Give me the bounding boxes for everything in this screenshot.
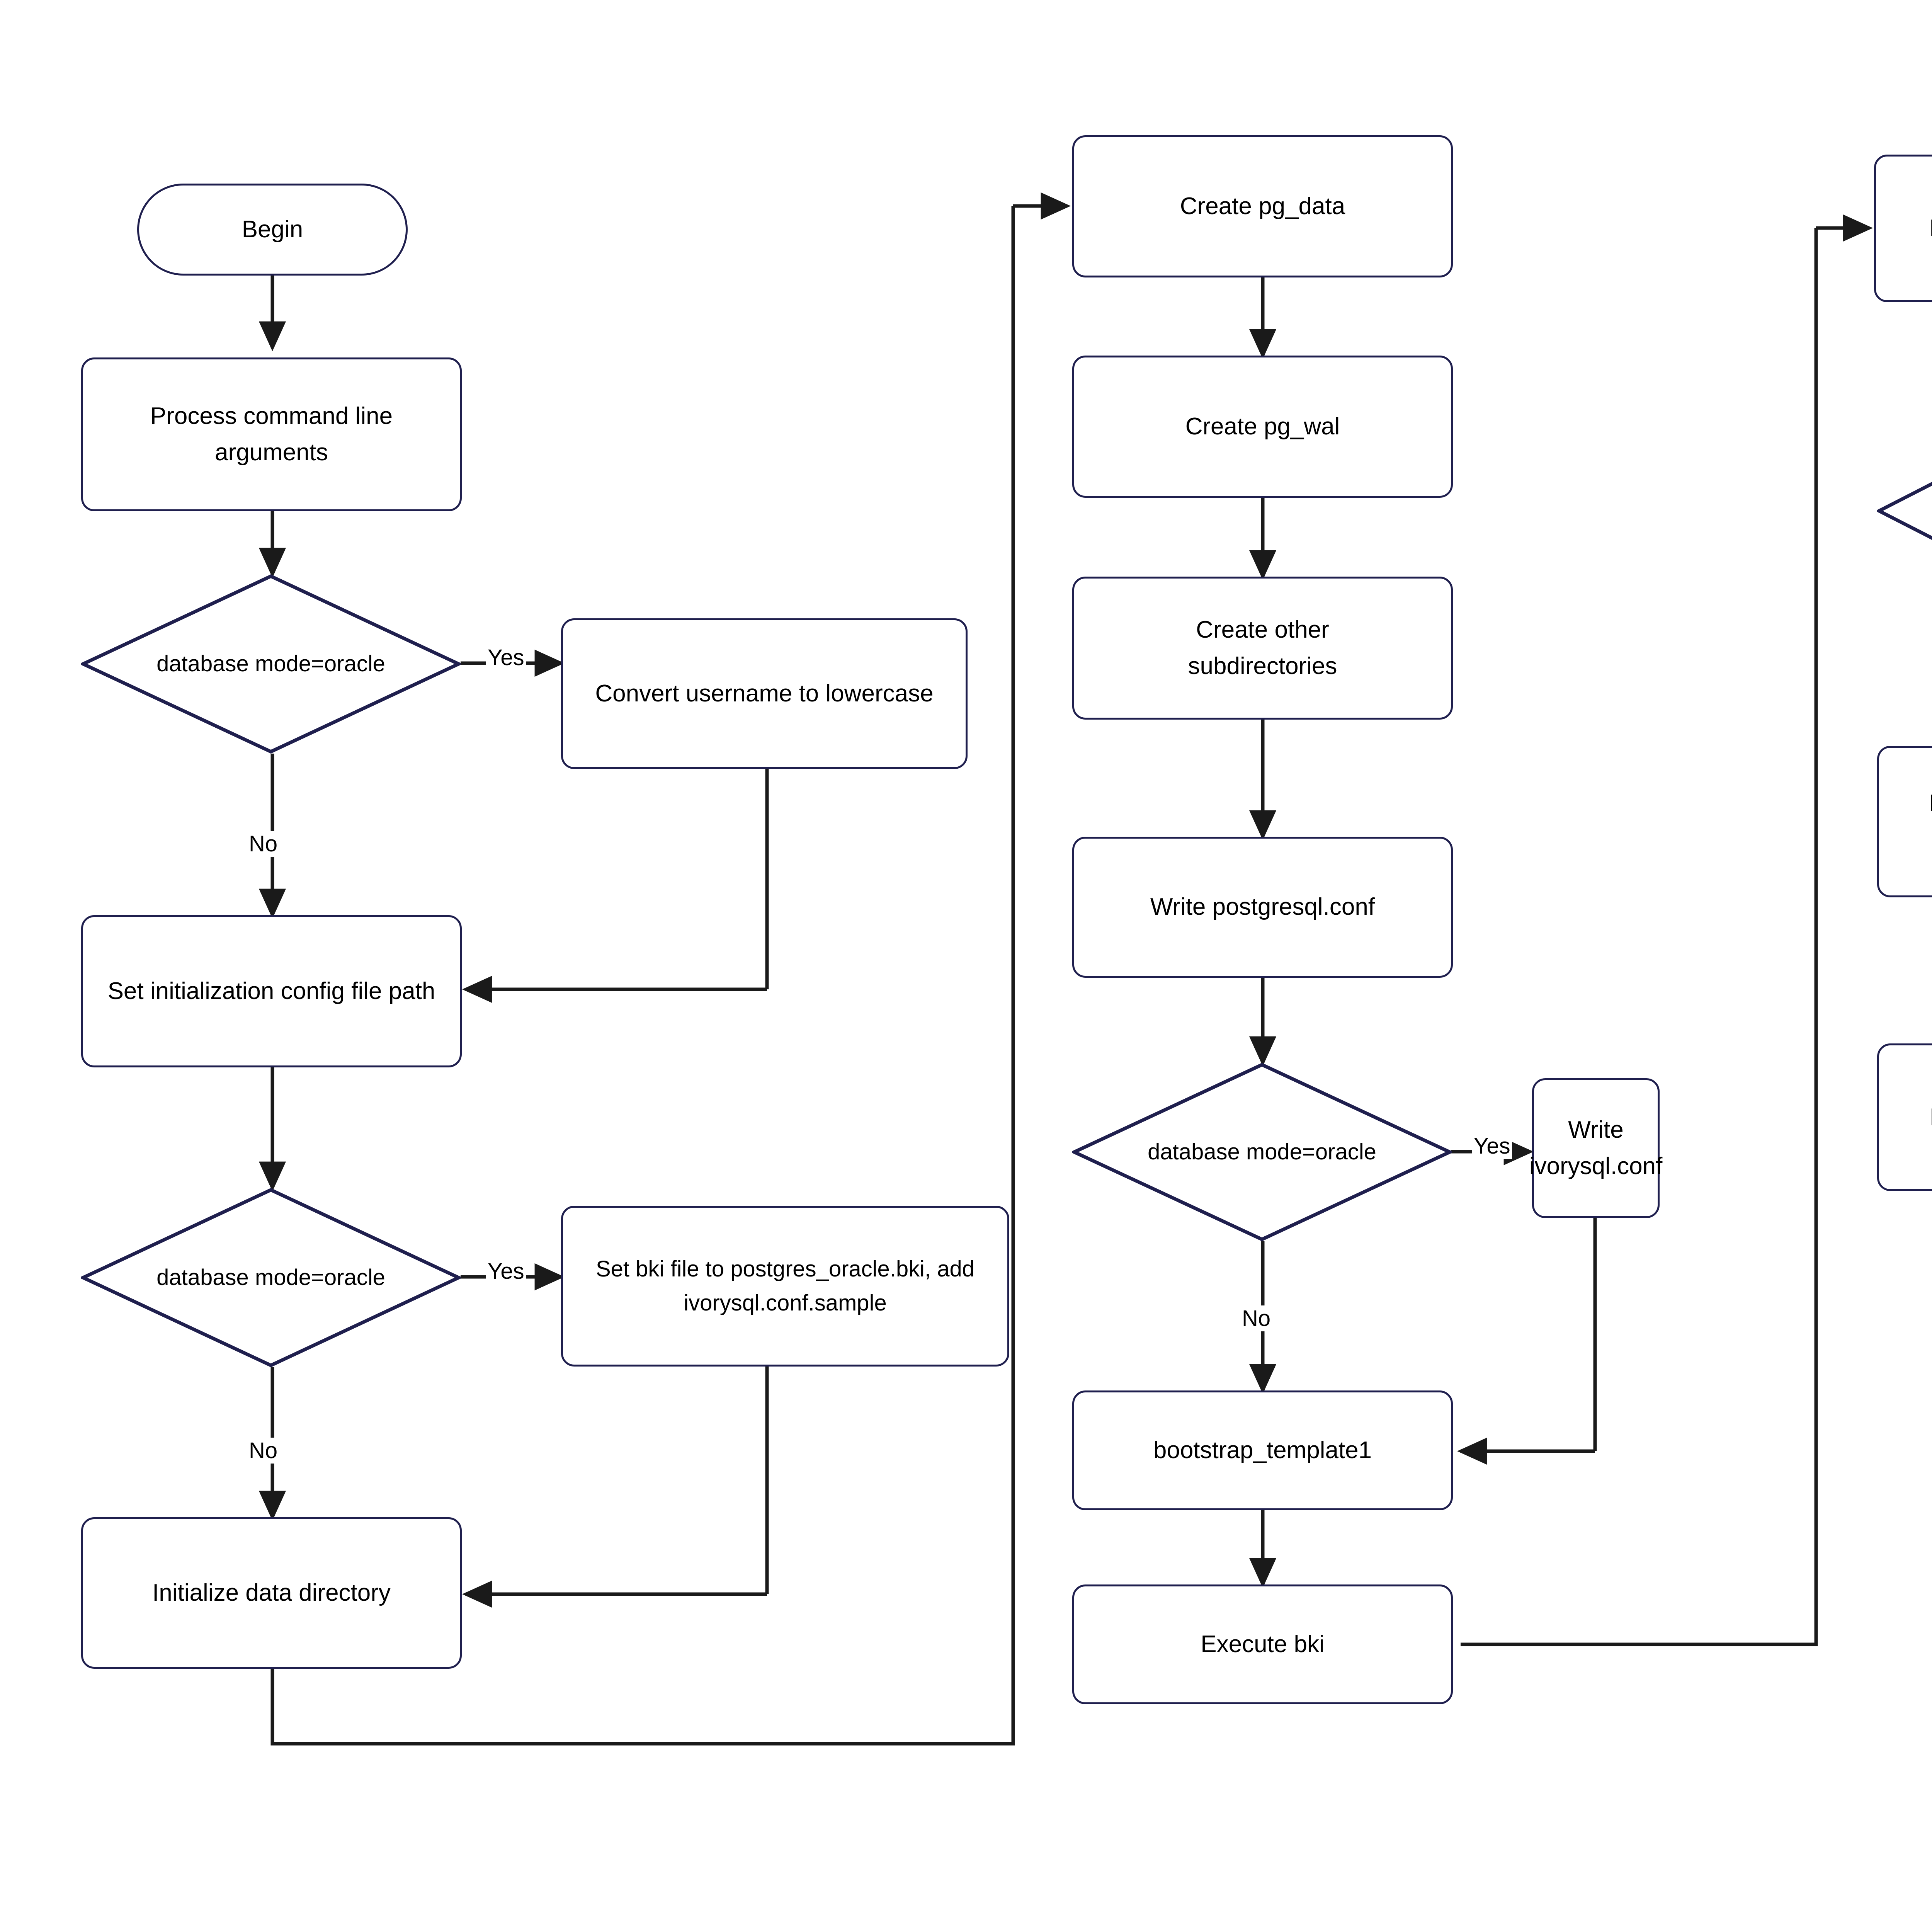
node-label: Initialize data directory (152, 1579, 391, 1606)
node-create-pg-wal[interactable]: Create pg_wal (1072, 356, 1453, 498)
node-label: Initialize database objects (1929, 210, 1932, 247)
diamond-shape (1877, 482, 1932, 540)
node-label: Create other subdirectories (1188, 616, 1337, 679)
node-create-pg-data[interactable]: Create pg_data (1072, 135, 1453, 277)
edge-label-no-1: No (247, 831, 279, 857)
node-bootstrap-template1[interactable]: bootstrap_template1 (1072, 1390, 1453, 1510)
node-initialize-database-objects[interactable]: Initialize database objects (1874, 155, 1932, 302)
node-label: Set initialization config file path (107, 977, 435, 1004)
node-initialize-data-directory[interactable]: Initialize data directory (81, 1517, 462, 1669)
node-label: Create pg_data (1180, 192, 1345, 220)
node-label: database mode=oracle (156, 651, 385, 676)
edge-label-yes-1: Yes (486, 645, 526, 671)
node-set-bki-file[interactable]: Set bki file to postgres_oracle.bki, add… (561, 1206, 1009, 1367)
node-label: database mode=oracle (1148, 1139, 1376, 1164)
node-create-other-subdirectories[interactable]: Create other subdirectories (1072, 577, 1453, 720)
node-print-completion-message[interactable]: Print completion message (1877, 1043, 1932, 1191)
node-load-template-databases[interactable]: Load template0, postgres, ivorysql datab… (1877, 746, 1932, 897)
node-execute-bki[interactable]: Execute bki (1072, 1584, 1453, 1704)
node-label: Write ivorysql.conf (1529, 1116, 1663, 1179)
node-set-initialization-config-file-path[interactable]: Set initialization config file path (81, 915, 462, 1067)
node-decision-database-mode-oracle-4[interactable]: database mode=oracle (1877, 413, 1932, 609)
node-label: bootstrap_template1 (1153, 1436, 1372, 1464)
node-label: Load template0, postgres, ivorysql datab… (1901, 785, 1932, 858)
node-write-postgresql-conf[interactable]: Write postgresql.conf (1072, 837, 1453, 978)
node-process-command-line-arguments[interactable]: Process command line arguments (81, 357, 462, 511)
edge-label-no-2: No (247, 1438, 279, 1464)
node-label: Print completion message (1930, 1099, 1932, 1135)
node-label: Set bki file to postgres_oracle.bki, add… (595, 1256, 975, 1316)
diamond-shape (1072, 1063, 1452, 1241)
node-label: Process command line arguments (150, 402, 393, 466)
node-label: database mode=oracle (156, 1264, 385, 1290)
edge-label-yes-2: Yes (486, 1258, 526, 1284)
node-label: Begin (242, 216, 303, 243)
node-decision-database-mode-oracle-1[interactable]: database mode=oracle (81, 574, 461, 754)
node-label: Create pg_wal (1185, 413, 1340, 440)
node-convert-username-to-lowercase[interactable]: Convert username to lowercase (561, 618, 968, 769)
node-begin[interactable]: Begin (137, 184, 408, 276)
node-decision-database-mode-oracle-3[interactable]: database mode=oracle (1072, 1063, 1452, 1241)
node-decision-database-mode-oracle-2[interactable]: database mode=oracle (81, 1188, 461, 1367)
node-label: database mode=oracle (1919, 494, 1932, 528)
edge-label-no-3: No (1240, 1305, 1272, 1331)
node-write-ivorysql-conf[interactable]: Write ivorysql.conf (1529, 1078, 1663, 1218)
node-label: Execute bki (1201, 1630, 1325, 1658)
edge-label-yes-3: Yes (1472, 1133, 1512, 1159)
node-label: Write postgresql.conf (1150, 893, 1375, 921)
node-label: Convert username to lowercase (595, 680, 934, 707)
